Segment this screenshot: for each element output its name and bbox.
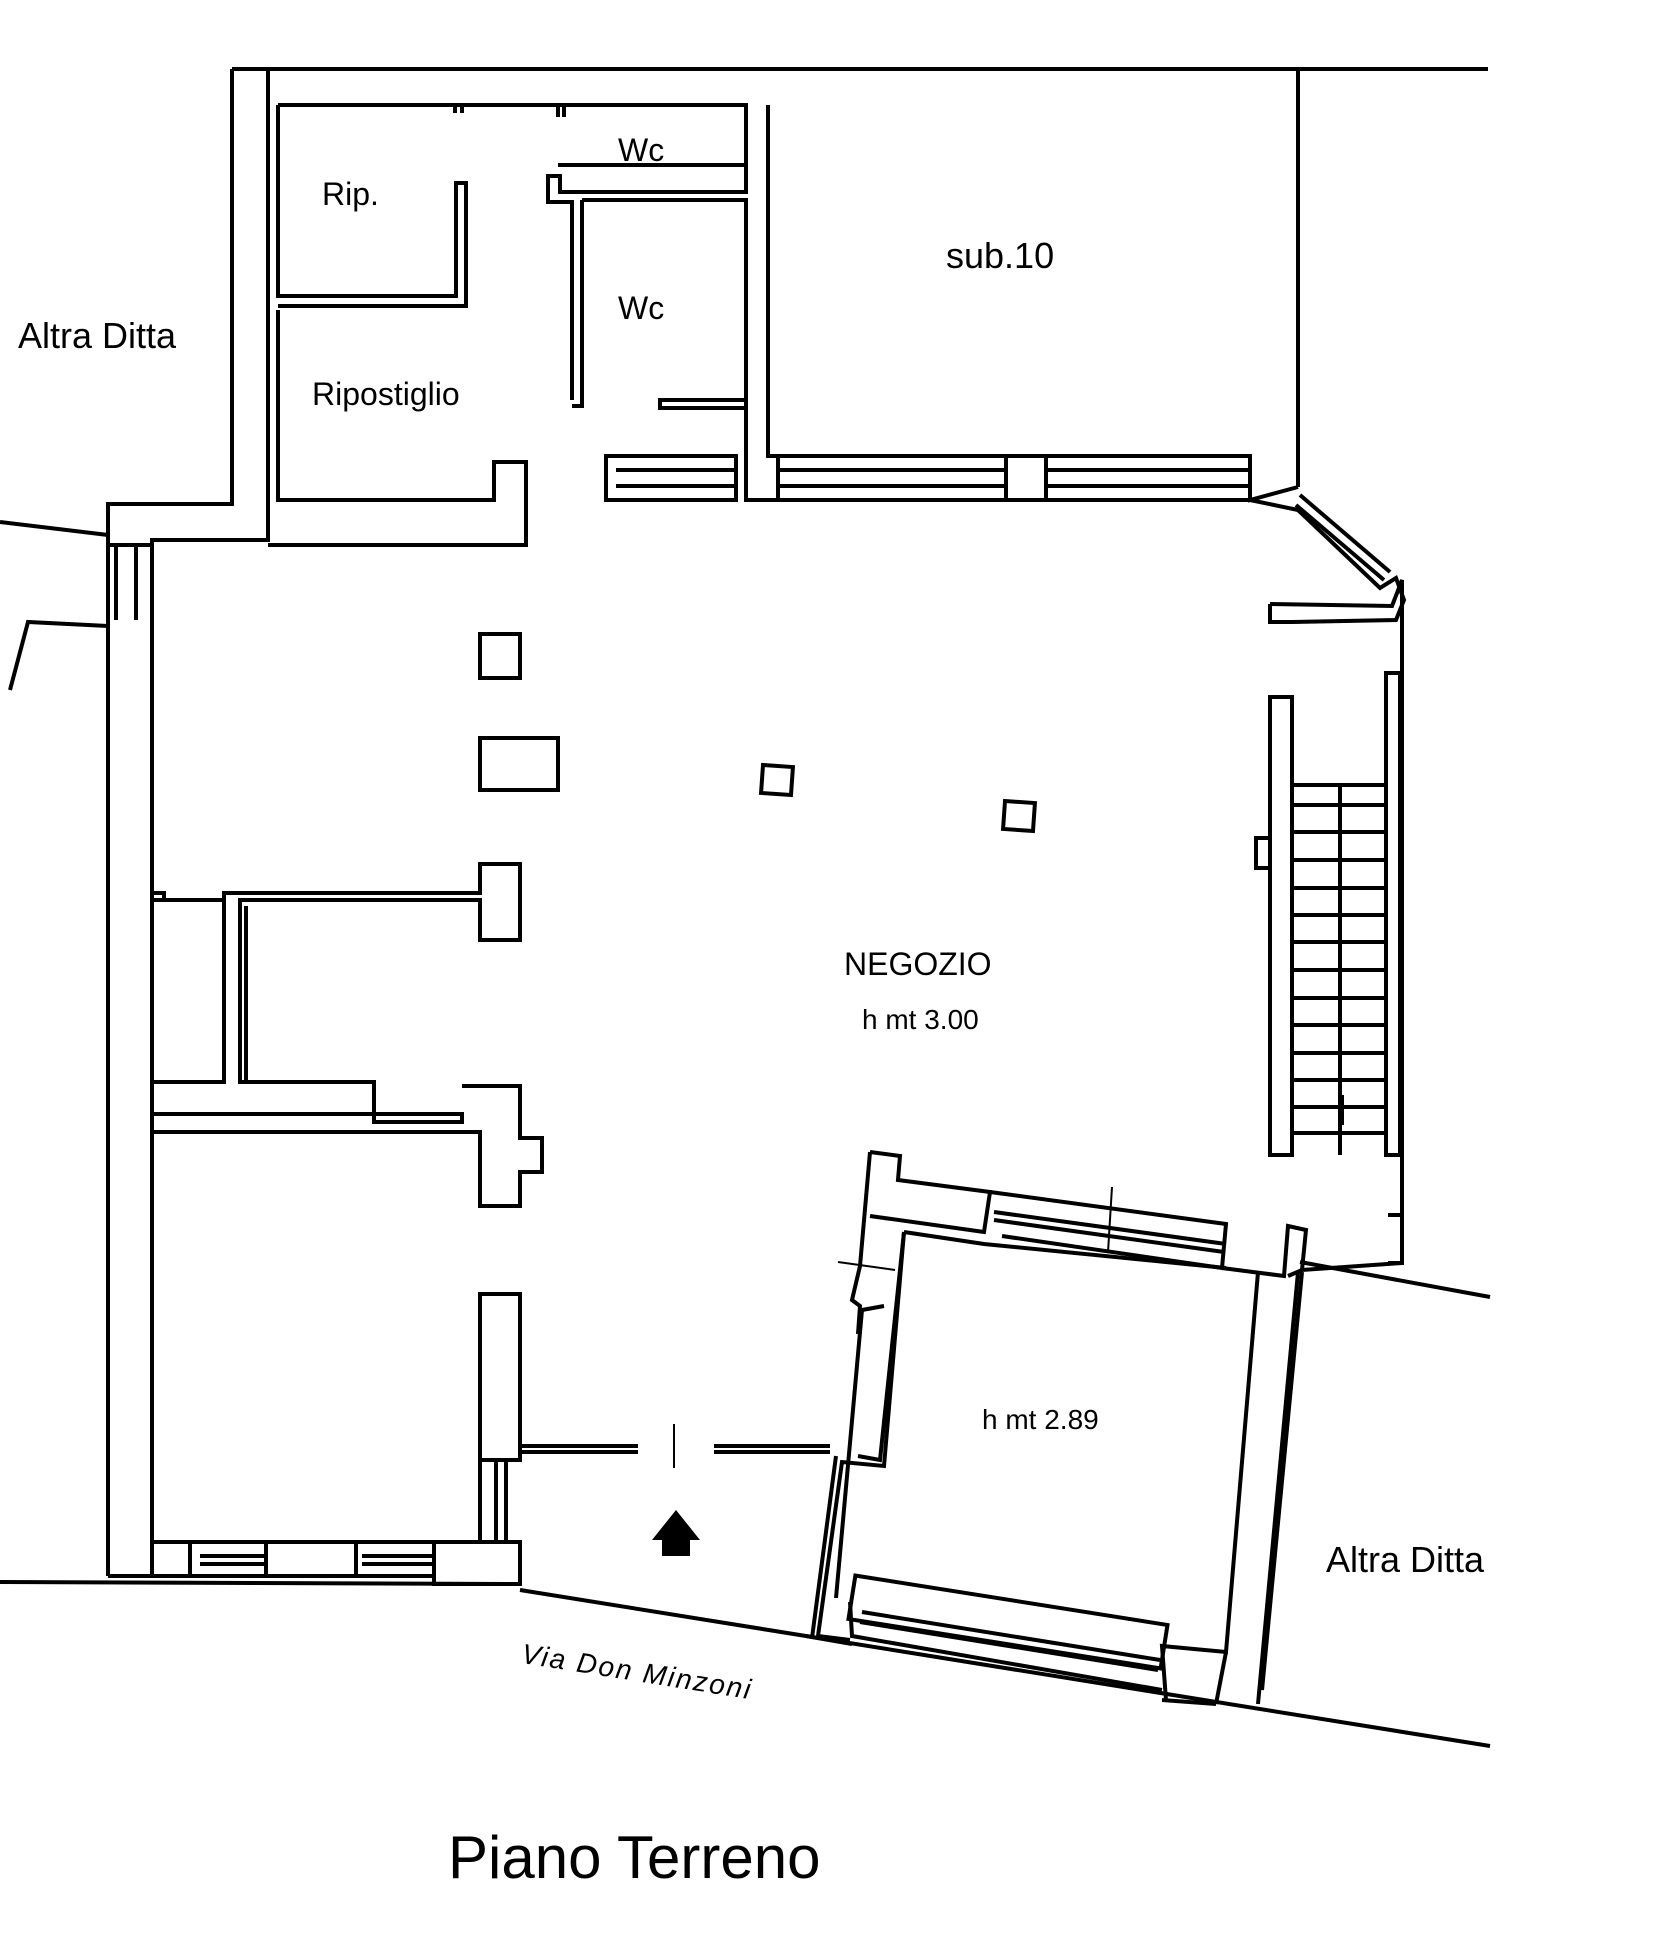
negozio-height: h mt 3.00: [862, 1004, 979, 1035]
pillar: [758, 762, 796, 798]
corner-wall: [1249, 498, 1407, 624]
room-label-wc-bottom: Wc: [618, 290, 665, 326]
ripostiglio-wall: [276, 105, 468, 308]
middle-wall: [152, 891, 166, 902]
plan-title: Piano Terreno: [448, 1824, 821, 1891]
room-label-rip: Rip.: [322, 176, 379, 212]
outer-wall-left-upper: [106, 69, 234, 1576]
pillar: [478, 736, 560, 792]
entrance-arrow-icon: [652, 1510, 700, 1556]
stair-wall-left: [1268, 695, 1294, 1157]
lower-right-room: [869, 1150, 993, 1235]
room-wall-inner: [815, 1231, 906, 1642]
left-wall-inner: [150, 69, 270, 1576]
pillar: [478, 632, 522, 680]
room-label-negozio: NEGOZIO: [844, 946, 992, 982]
neighbor-boundary-line-2: [8, 619, 109, 691]
room-label-wc-top: Wc: [618, 132, 665, 168]
room-height: h mt 2.89: [982, 1404, 1099, 1435]
stair-wall-right: [1384, 671, 1402, 1157]
room-label-sub10: sub.10: [946, 235, 1055, 276]
lower-left-room: [150, 1132, 480, 1544]
pillar: [1000, 798, 1038, 834]
street-line: [519, 1588, 1491, 1748]
neighbor-boundary-line: [0, 520, 109, 537]
neighbor-label-right: Altra Ditta: [1326, 1539, 1485, 1580]
sub10-wall: [766, 105, 1299, 503]
room-label-ripostiglio: Ripostiglio: [312, 376, 460, 412]
neighbor-label-left: Altra Ditta: [18, 315, 177, 356]
